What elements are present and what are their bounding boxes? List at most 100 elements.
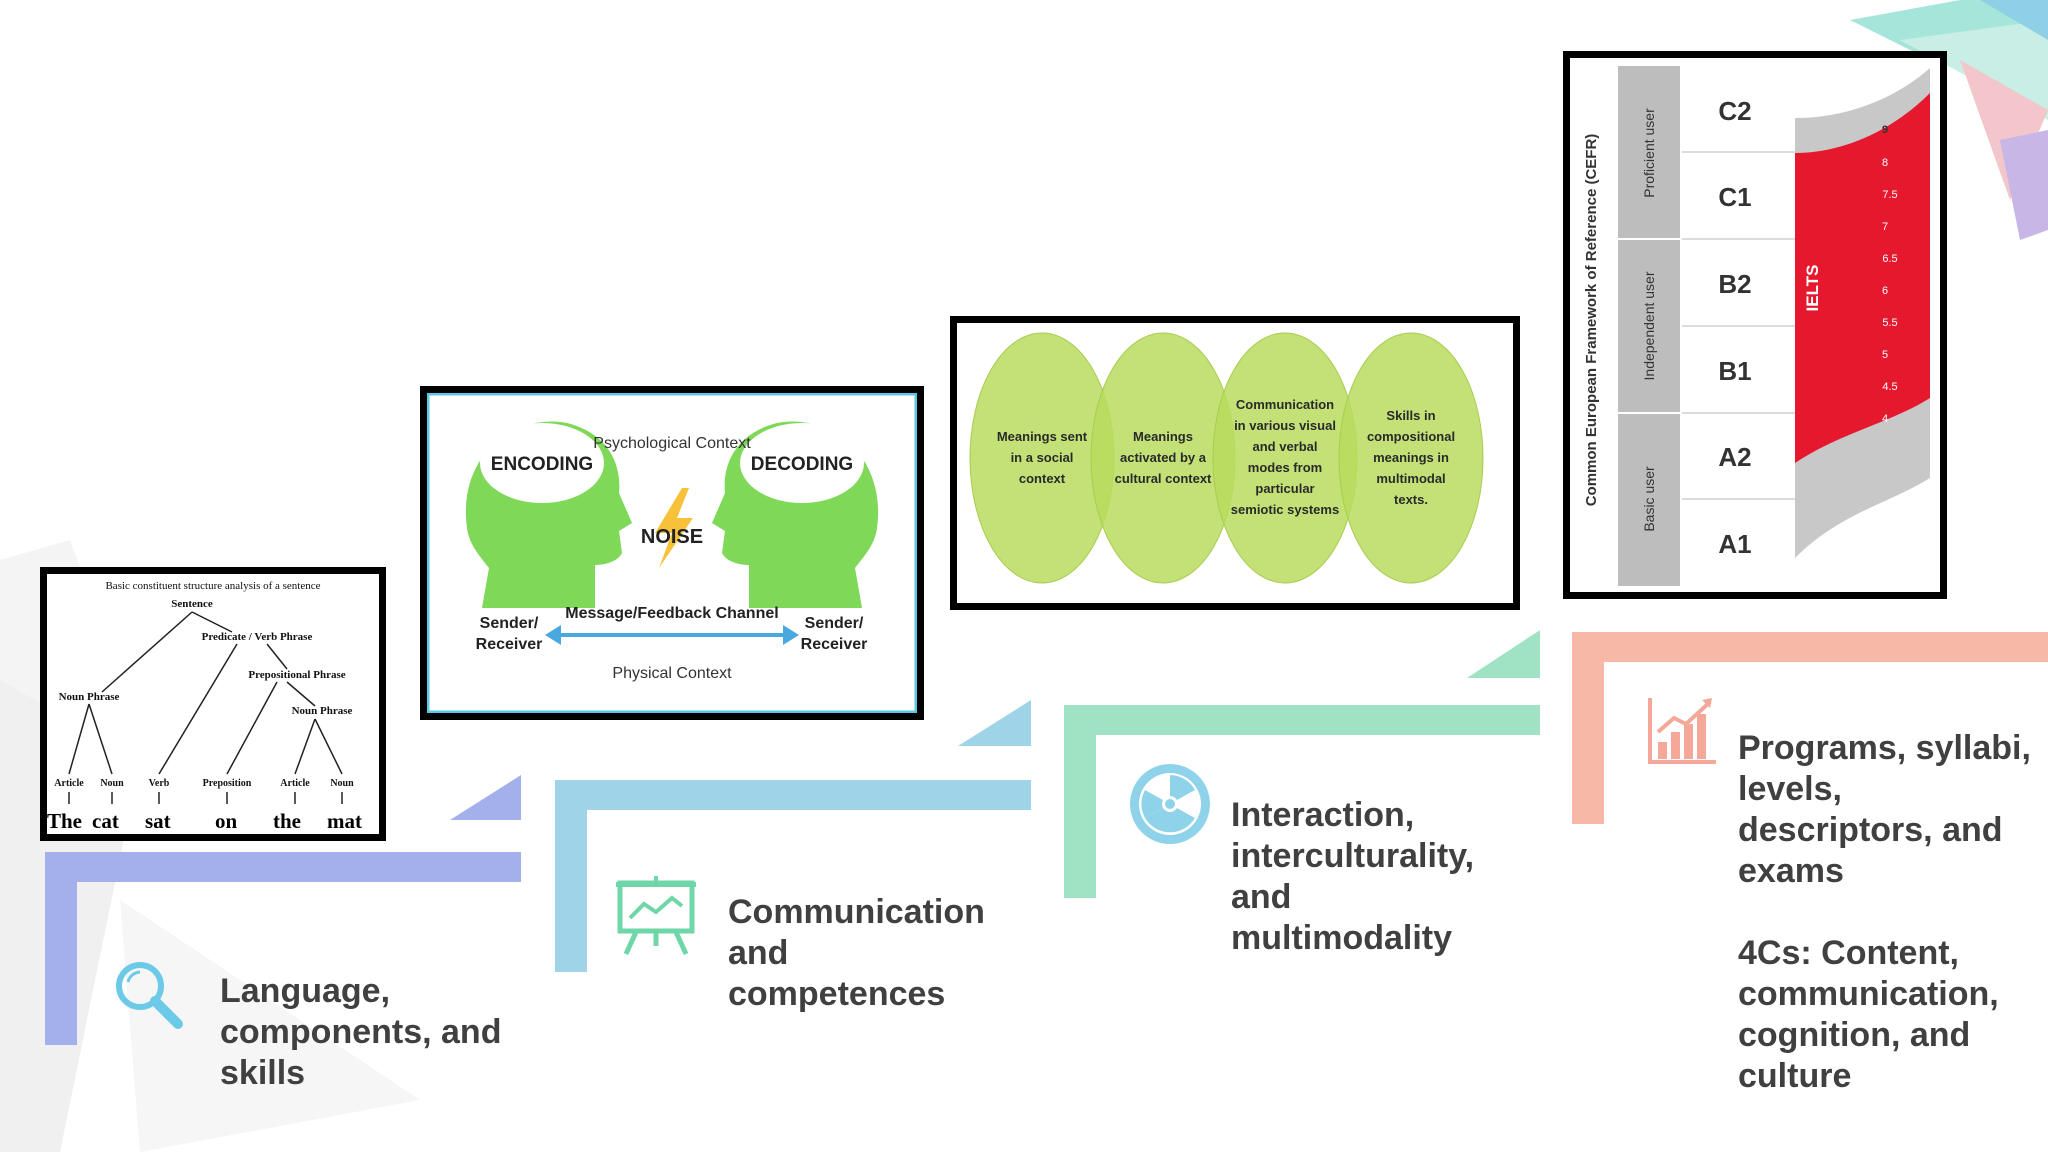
cefr-ielts-image: Common European Framework of Reference (… bbox=[1563, 51, 1947, 599]
step-3-label-line-2: interculturality, bbox=[1231, 837, 1475, 875]
level-a2: A2 bbox=[1718, 442, 1751, 472]
group-independent: Independent user bbox=[1641, 271, 1657, 380]
cefr-axis-label: Common European Framework of Reference (… bbox=[1583, 134, 1600, 507]
tree-pos-5: Article bbox=[280, 778, 310, 789]
circle-2-line-3: cultural context bbox=[1115, 471, 1212, 486]
circle-4-line-5: texts. bbox=[1394, 492, 1428, 507]
tree-word-2: cat bbox=[92, 809, 119, 833]
tree-prep-phrase-label: Prepositional Phrase bbox=[248, 669, 345, 681]
ielts-score-7: 7 bbox=[1882, 221, 1888, 233]
circle-4-line-1: Skills in bbox=[1386, 408, 1435, 423]
ielts-score-6-5: 6.5 bbox=[1882, 253, 1897, 265]
circle-3-line-6: semiotic systems bbox=[1231, 502, 1339, 517]
tree-word-6: mat bbox=[327, 809, 362, 833]
step-1-label: Language, components, and skills bbox=[220, 971, 540, 1094]
lightning-icon bbox=[655, 488, 693, 568]
tree-noun-phrase-label-2: Noun Phrase bbox=[292, 705, 353, 717]
sentence-tree-image: Basic constituent structure analysis of … bbox=[40, 567, 386, 841]
tree-pos-2: Noun bbox=[100, 778, 124, 789]
sender-receiver-left-2: Receiver bbox=[476, 636, 543, 653]
circle-3-line-5: particular bbox=[1255, 481, 1314, 496]
level-b1: B1 bbox=[1718, 356, 1751, 386]
arrow-left-icon bbox=[545, 625, 561, 645]
step-4-label2-line-2: communication, bbox=[1738, 975, 1999, 1013]
step-2-label-line-3: competences bbox=[728, 975, 946, 1013]
circle-1-line-3: context bbox=[1019, 471, 1066, 486]
physical-context-label: Physical Context bbox=[612, 665, 732, 682]
circle-2-line-1: Meanings bbox=[1133, 429, 1193, 444]
step-3-label: Interaction, interculturality, and multi… bbox=[1231, 795, 1551, 959]
step-2-label-line-1: Communication bbox=[728, 893, 985, 931]
ielts-score-8: 8 bbox=[1882, 157, 1888, 169]
tree-branches bbox=[68, 611, 343, 775]
step-2-label-line-2: and bbox=[728, 934, 789, 972]
sender-receiver-right-2: Receiver bbox=[801, 636, 868, 653]
tree-word-1: The bbox=[47, 809, 82, 833]
level-c2: C2 bbox=[1718, 96, 1751, 126]
circle-4-line-2: compositional bbox=[1367, 429, 1455, 444]
tree-word-5: the bbox=[273, 809, 301, 833]
radiation-icon bbox=[1128, 762, 1212, 846]
ielts-score-5: 5 bbox=[1882, 349, 1888, 361]
tree-pos-3: Verb bbox=[149, 778, 170, 789]
step-4-label: Programs, syllabi, levels, descriptors, … bbox=[1738, 728, 2038, 1097]
circle-3-line-3: and verbal bbox=[1252, 439, 1317, 454]
step-2-bar bbox=[555, 700, 1031, 972]
channel-label: Message/Feedback Channel bbox=[565, 605, 778, 622]
circle-2-line-2: activated by a bbox=[1120, 450, 1207, 465]
circle-4-line-3: meanings in bbox=[1373, 450, 1449, 465]
step-4-label-line-3: descriptors, and bbox=[1738, 811, 2003, 849]
noise-label: NOISE bbox=[641, 526, 703, 548]
arrow-right-icon bbox=[783, 625, 799, 645]
step-4-label2-line-1: 4Cs: Content, bbox=[1738, 934, 1959, 972]
step-3-label-line-4: multimodality bbox=[1231, 919, 1453, 957]
circle-4 bbox=[1338, 332, 1484, 584]
circle-3-line-1: Communication bbox=[1236, 397, 1334, 412]
tree-pos-1: Article bbox=[54, 778, 84, 789]
level-b2: B2 bbox=[1718, 269, 1751, 299]
group-basic: Basic user bbox=[1641, 466, 1657, 532]
psych-context-label: Psychological Context bbox=[593, 435, 751, 452]
ielts-score-4: 4 bbox=[1882, 413, 1888, 425]
level-a1: A1 bbox=[1718, 529, 1751, 559]
tree-title: Basic constituent structure analysis of … bbox=[105, 580, 320, 592]
tree-word-3: sat bbox=[145, 809, 171, 833]
presentation-board-icon bbox=[614, 876, 698, 956]
decoding-label: DECODING bbox=[751, 454, 853, 475]
circle-3-line-2: in various visual bbox=[1234, 418, 1336, 433]
step-4-label-line-4: exams bbox=[1738, 852, 1844, 890]
sender-receiver-right-1: Sender/ bbox=[805, 615, 864, 632]
ielts-red-band bbox=[1795, 93, 1930, 463]
circle-3-line-4: modes from bbox=[1248, 460, 1322, 475]
group-proficient: Proficient user bbox=[1641, 108, 1657, 198]
ielts-score-9: 9 bbox=[1882, 124, 1888, 136]
bar-chart-icon bbox=[1646, 694, 1718, 766]
communication-model-image: ENCODING DECODING Psychological Context … bbox=[420, 386, 924, 720]
ielts-label: IELTS bbox=[1803, 265, 1822, 312]
step-3-label-line-3: and bbox=[1231, 878, 1292, 916]
step-4-label-line-2: levels, bbox=[1738, 770, 1842, 808]
step-3-bar bbox=[1064, 630, 1540, 898]
step-1-label-line-2: components, and bbox=[220, 1013, 502, 1051]
step-1-bar bbox=[45, 775, 521, 1045]
multimodality-circles-image: Meanings sent in a social context Meanin… bbox=[950, 316, 1520, 610]
circle-1-line-2: in a social bbox=[1011, 450, 1074, 465]
magnifier-icon bbox=[110, 956, 186, 1032]
level-c1: C1 bbox=[1718, 182, 1751, 212]
ielts-score-5-5: 5.5 bbox=[1882, 317, 1897, 329]
ielts-score-4-5: 4.5 bbox=[1882, 381, 1897, 393]
tree-pos-4: Preposition bbox=[203, 778, 252, 789]
circle-4-line-4: multimodal bbox=[1376, 471, 1445, 486]
tree-noun-phrase-label: Noun Phrase bbox=[59, 691, 120, 703]
ielts-score-7-5: 7.5 bbox=[1882, 189, 1897, 201]
step-3-label-line-1: Interaction, bbox=[1231, 796, 1415, 834]
step-1-label-line-3: skills bbox=[220, 1054, 306, 1092]
sender-receiver-left-1: Sender/ bbox=[480, 615, 539, 632]
tree-pos-6: Noun bbox=[330, 778, 354, 789]
tree-word-4: on bbox=[215, 809, 238, 833]
step-2-label: Communication and competences bbox=[728, 892, 1048, 1015]
step-4-bar bbox=[1572, 632, 2048, 824]
tree-sentence-label: Sentence bbox=[171, 598, 213, 610]
step-4-label2-line-4: culture bbox=[1738, 1057, 1852, 1095]
